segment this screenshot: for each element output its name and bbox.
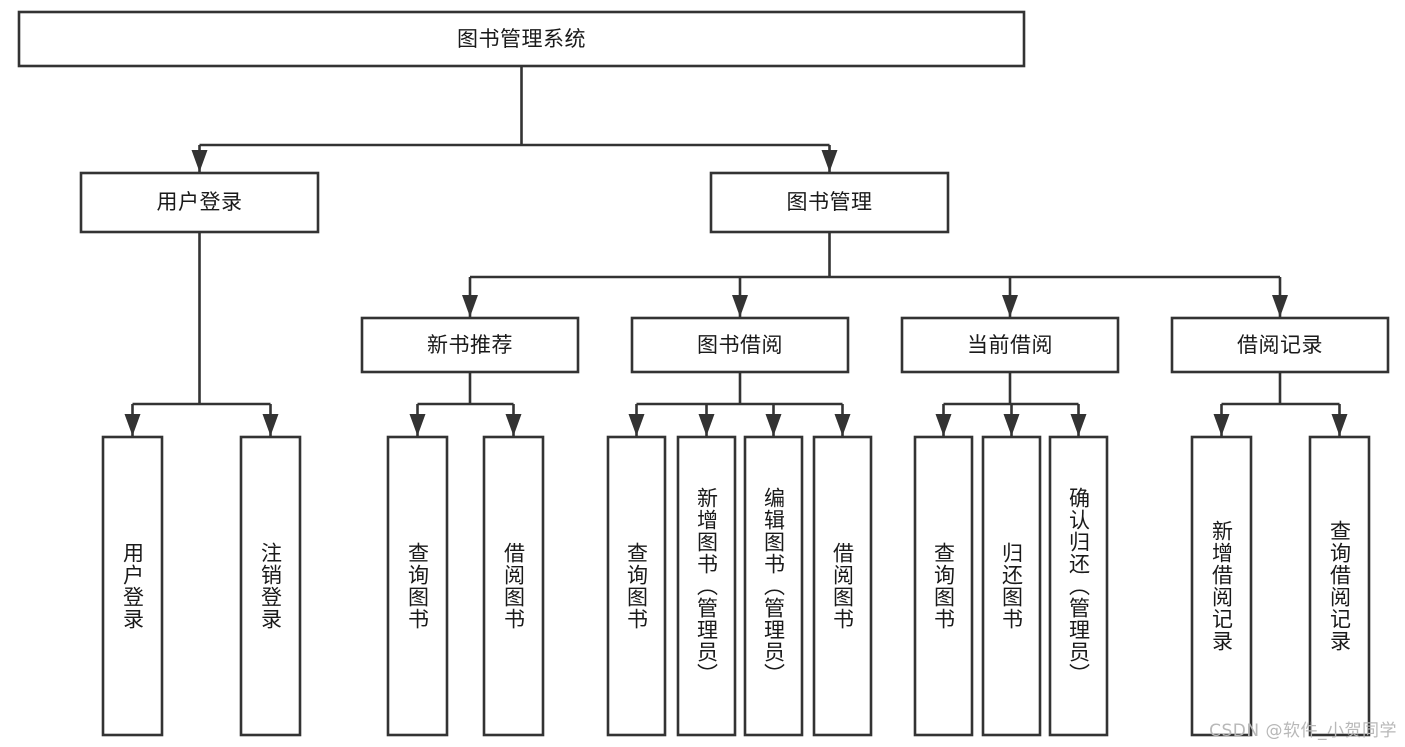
node-box-leaf-add-record[interactable] [1190,435,1253,737]
node-box-leaf-edit-book[interactable] [743,435,804,737]
book-manage-arrow-3 [1272,295,1288,317]
node-box-leaf-user-logout[interactable] [239,435,302,737]
node-box-current-borrow[interactable] [900,316,1120,374]
current-borrow-arrow-2 [1070,414,1087,436]
book-borrow-arrow-3 [834,414,851,436]
root-arrow-1 [821,150,838,172]
node-box-leaf-add-book[interactable] [676,435,737,737]
node-box-leaf-borrow-book-1[interactable] [482,435,545,737]
node-box-leaf-query-book-1[interactable] [386,435,449,737]
current-borrow-arrow-0 [935,414,952,436]
new-book-rec-arrow-0 [409,414,426,436]
node-box-leaf-confirm-return[interactable] [1048,435,1109,737]
node-box-book-manage[interactable] [709,171,950,234]
node-box-leaf-return-book[interactable] [981,435,1042,737]
node-box-user-login[interactable] [79,171,320,234]
connector-layer [124,66,1348,436]
borrow-record-arrow-1 [1331,414,1348,436]
book-borrow-arrow-2 [765,414,782,436]
node-box-leaf-query-record[interactable] [1308,435,1371,737]
node-box-root[interactable] [17,10,1026,68]
book-borrow-arrow-1 [698,414,715,436]
user-login-arrow-0 [124,414,141,436]
node-box-book-borrow[interactable] [630,316,850,374]
new-book-rec-arrow-1 [505,414,522,436]
node-box-leaf-query-book-2[interactable] [606,435,667,737]
node-box-leaf-borrow-book-2[interactable] [812,435,873,737]
book-manage-arrow-0 [462,295,478,317]
book-manage-arrow-1 [732,295,748,317]
node-box-leaf-user-login[interactable] [101,435,164,737]
book-borrow-arrow-0 [628,414,645,436]
node-box-new-book-rec[interactable] [360,316,580,374]
user-login-arrow-1 [262,414,279,436]
borrow-record-arrow-0 [1213,414,1230,436]
node-box-borrow-record[interactable] [1170,316,1390,374]
book-manage-arrow-2 [1002,295,1018,317]
current-borrow-arrow-1 [1003,414,1020,436]
node-box-leaf-query-book-3[interactable] [913,435,974,737]
root-arrow-0 [191,150,208,172]
node-box-layer [17,10,1390,737]
